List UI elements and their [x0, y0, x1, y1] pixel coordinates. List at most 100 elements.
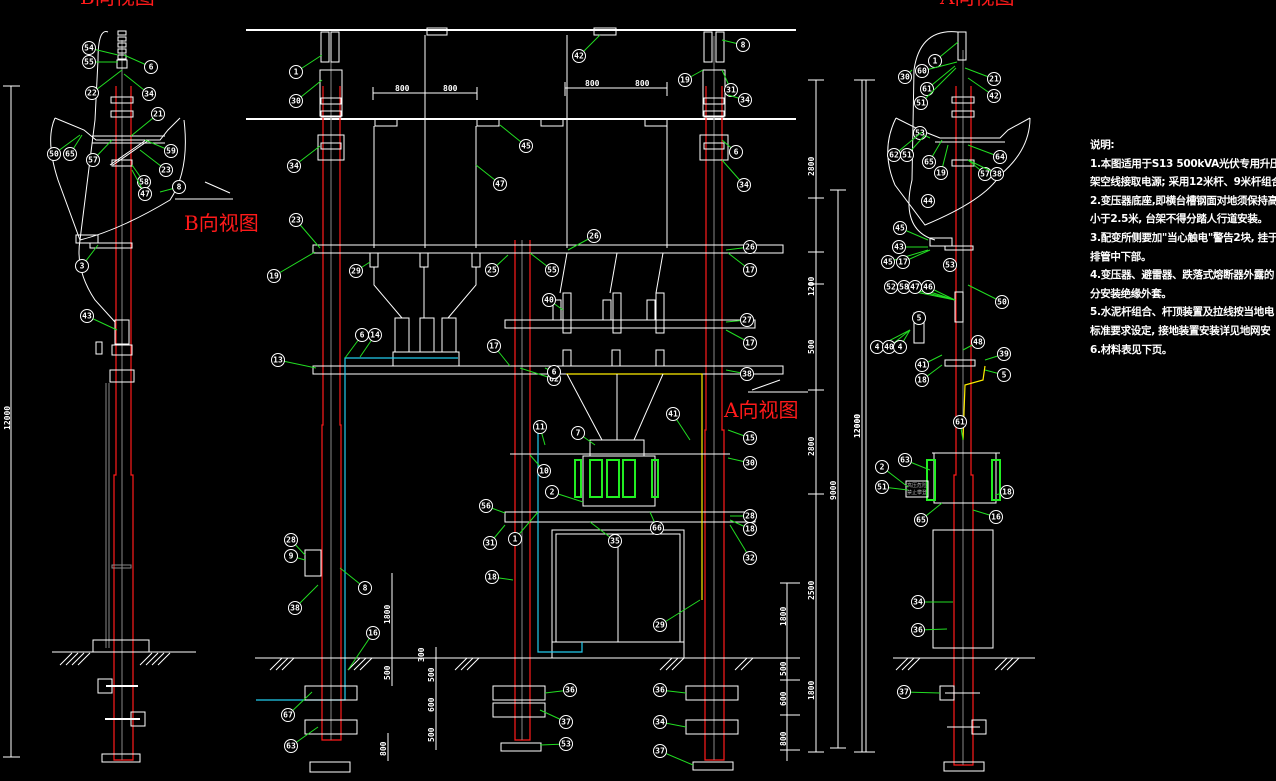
callout-bubble: 45 [881, 249, 929, 269]
callout-circle [63, 147, 77, 161]
callout-number: 16 [368, 629, 378, 638]
callout-bubble: 1 [508, 511, 539, 546]
callout-circle [921, 194, 935, 208]
callout-number: 40 [884, 343, 894, 352]
callout-circle [736, 38, 750, 52]
callout-number: 59 [166, 147, 176, 156]
callout-number: 37 [899, 688, 909, 697]
callout-circle [943, 258, 957, 272]
callout-circle [920, 82, 934, 96]
callout-bubble: 21 [964, 67, 1001, 86]
callout-bubble: 39 [984, 347, 1011, 361]
callout-bubble: 51 [914, 67, 957, 110]
callout-circle [288, 601, 302, 615]
callout-bubble: 67 [281, 691, 313, 722]
callout-bubble: 60 [915, 61, 958, 78]
callout-bubble: 23 [139, 149, 173, 177]
callout-number: 19 [269, 272, 279, 281]
callout-number: 39 [999, 350, 1009, 359]
callout-number: 42 [989, 92, 999, 101]
callout-number: 30 [291, 97, 301, 106]
callout-bubble: 3 [75, 244, 99, 273]
callout-number: 25 [487, 266, 497, 275]
callout-circle [284, 549, 298, 563]
a-view-callout-label: A向视图 [723, 398, 798, 422]
callout-bubble: 54 [82, 41, 119, 56]
dim-left-1800: 1800 [383, 605, 392, 624]
callout-bubble: 16 [347, 626, 380, 671]
callout-number: 51 [916, 99, 926, 108]
dim-span-right-b: 800 [635, 79, 650, 88]
callout-number: 9 [289, 552, 294, 561]
callout-bubble: 15 [727, 429, 757, 445]
callout-bubble: 18 [485, 570, 514, 584]
sign-line-2: 禁止攀登 [907, 489, 927, 496]
callout-number: 43 [894, 243, 904, 252]
callout-circle [875, 480, 889, 494]
callout-circle [366, 626, 380, 640]
callout-number: 34 [913, 598, 923, 607]
callout-bubble: 58 [131, 164, 151, 189]
callout-number: 56 [481, 502, 491, 511]
callout-circle [289, 213, 303, 227]
callout-number: 6 [734, 148, 739, 157]
callout-bubble: 22 [85, 69, 123, 100]
callout-circle [893, 340, 907, 354]
callout-circle [485, 263, 499, 277]
callout-number: 50 [49, 150, 59, 159]
callout-circle [743, 263, 757, 277]
notes-title: 说明: [1090, 139, 1115, 151]
note-line-11: 6.材料表见下页。 [1090, 343, 1173, 356]
front-elevation: 800 800 800 800 [246, 27, 870, 773]
callout-bubble: 38 [967, 159, 1004, 181]
callout-bubble: 34 [287, 145, 321, 173]
callout-bubble: 25 [485, 254, 509, 277]
leader-line [347, 632, 374, 671]
callout-circle [875, 460, 889, 474]
callout-circle [653, 715, 667, 729]
callout-bubble: 50 [967, 284, 1009, 309]
callout-bubble: 43 [80, 309, 118, 331]
callout-circle [545, 485, 559, 499]
callout-circle [915, 64, 929, 78]
callout-bubble: 35 [589, 521, 622, 548]
callout-circle [743, 431, 757, 445]
callout-circle [144, 60, 158, 74]
callout-number: 45 [521, 142, 531, 151]
callout-number: 1 [294, 68, 299, 77]
callout-number: 65 [916, 516, 926, 525]
note-line-8: 分安装绝缘外套。 [1090, 287, 1172, 300]
callout-number: 34 [739, 181, 749, 190]
callout-bubble: 5 [984, 368, 1011, 382]
callout-bubble: 1 [928, 41, 959, 68]
callout-bubble: 36 [911, 623, 948, 637]
callout-number: 45 [895, 224, 905, 233]
callout-circle [493, 177, 507, 191]
callout-number: 45 [883, 258, 893, 267]
callout-bubble: 47 [131, 169, 152, 201]
callout-circle [914, 96, 928, 110]
callout-circle [653, 744, 667, 758]
callout-bubble: 64 [967, 144, 1007, 164]
callout-number: 17 [745, 339, 755, 348]
callout-circle [896, 255, 910, 269]
callout-number: 50 [997, 298, 1007, 307]
dim-span-right-a: 800 [443, 84, 458, 93]
callout-circle [80, 309, 94, 323]
callout-number: 54 [84, 44, 94, 53]
callout-circle [349, 264, 363, 278]
callout-bubble: 41 [915, 354, 943, 372]
callout-bubble: 8 [159, 180, 186, 194]
callout-circle [934, 166, 948, 180]
callout-number: 51 [877, 483, 887, 492]
callout-bubble: 55 [82, 55, 118, 69]
callout-number: 6 [149, 63, 154, 72]
callout-bubble: 53 [539, 737, 573, 751]
callout-number: 1 [933, 57, 938, 66]
callout-bubble: 26 [567, 229, 601, 251]
callout-bubble: 56 [479, 499, 506, 514]
dim-base-300: 300 [417, 647, 426, 662]
callout-bubble: 18 [994, 485, 1014, 499]
callout-number: 4 [898, 343, 903, 352]
